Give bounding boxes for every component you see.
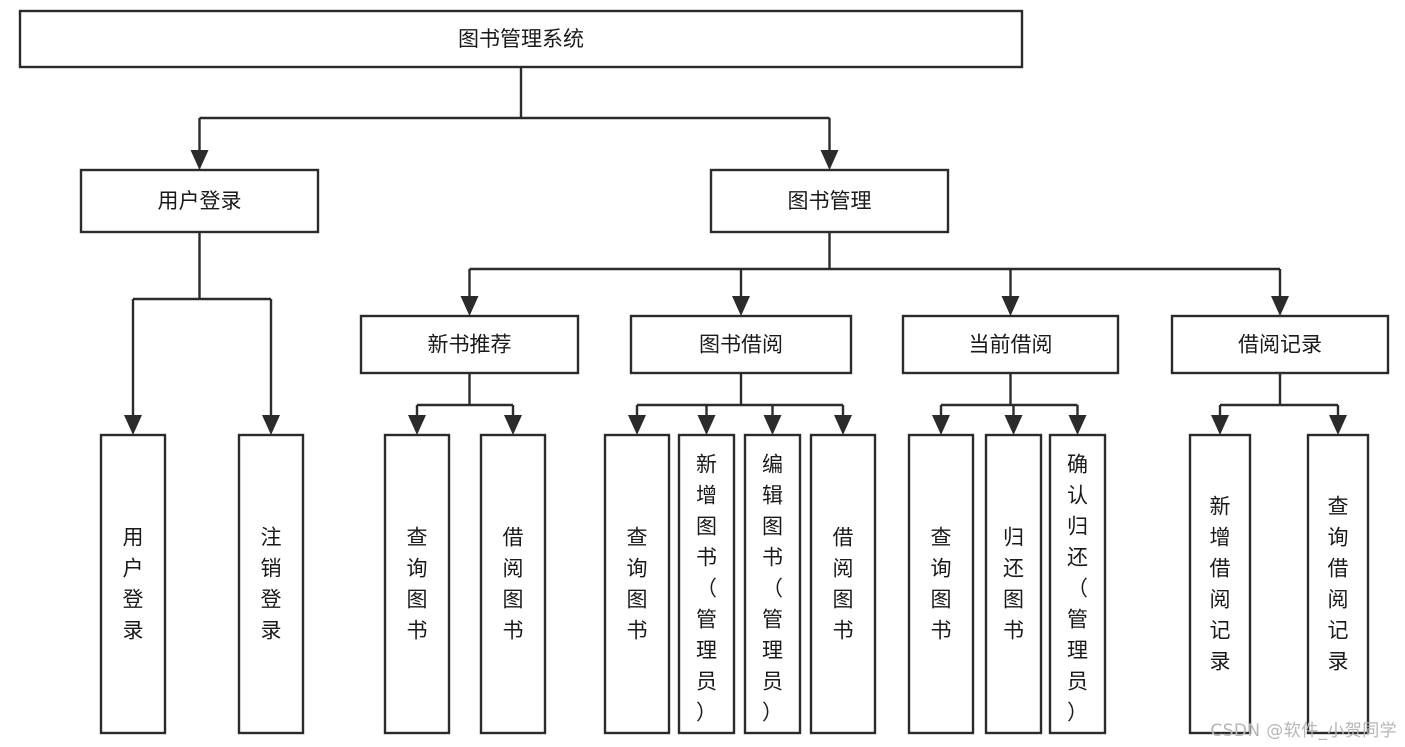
node-level4-7[interactable]: 借阅图书 [809, 433, 877, 735]
node-level4-6[interactable]: 编辑图书（管理员） [743, 433, 802, 735]
node-label: 查询借阅记录 [1328, 494, 1349, 673]
node-label: 编辑图书（管理员） [762, 452, 783, 724]
arrow-head-icon [834, 415, 852, 435]
node-label: 借阅图书 [833, 525, 854, 642]
node-label: 用户登录 [123, 525, 144, 642]
node-label: 新增图书（管理员） [696, 452, 717, 724]
arrow-head-icon [732, 296, 750, 316]
node-level3-2[interactable]: 当前借阅 [901, 314, 1120, 375]
node-level4-3[interactable]: 借阅图书 [479, 433, 547, 735]
node-label: 新增借阅记录 [1210, 494, 1231, 673]
node-label: 图书管理 [788, 189, 872, 213]
node-level4-11[interactable]: 新增借阅记录 [1188, 433, 1252, 735]
node-label: 新书推荐 [428, 333, 512, 357]
node-level4-5[interactable]: 新增图书（管理员） [677, 433, 736, 735]
arrow-head-icon [504, 415, 522, 435]
arrow-head-icon [932, 415, 950, 435]
node-root-system[interactable]: 图书管理系统 [18, 9, 1024, 69]
node-level3-1[interactable]: 图书借阅 [629, 314, 853, 375]
node-level2-1[interactable]: 图书管理 [709, 168, 950, 234]
connector-lines-layer [124, 67, 1347, 435]
node-level4-0[interactable]: 用户登录 [99, 433, 167, 735]
arrow-head-icon [1329, 415, 1347, 435]
node-label: 借阅图书 [503, 525, 524, 642]
arrow-head-icon [124, 415, 142, 435]
node-label: 查询图书 [627, 525, 648, 642]
arrow-head-icon [190, 150, 209, 170]
node-label: 当前借阅 [969, 333, 1053, 357]
node-level4-10[interactable]: 确认归还（管理员） [1048, 433, 1107, 735]
arrow-head-icon [1004, 415, 1023, 435]
arrow-head-icon [628, 415, 646, 435]
node-label: 注销登录 [261, 525, 282, 642]
node-level4-1[interactable]: 注销登录 [237, 433, 305, 735]
node-label: 借阅记录 [1238, 333, 1322, 357]
arrow-head-icon [820, 150, 839, 170]
arrow-head-icon [1271, 296, 1289, 316]
arrow-head-icon [460, 296, 479, 316]
node-level4-9[interactable]: 归还图书 [984, 433, 1043, 735]
node-level4-8[interactable]: 查询图书 [907, 433, 975, 735]
arrow-head-icon [697, 415, 716, 435]
node-level4-12[interactable]: 查询借阅记录 [1306, 433, 1370, 735]
arrow-head-icon [1001, 296, 1020, 316]
node-level2-0[interactable]: 用户登录 [79, 168, 320, 234]
arrow-head-icon [1068, 415, 1087, 435]
node-label: 用户登录 [158, 189, 242, 213]
arrow-head-icon [262, 415, 280, 435]
node-label: 确认归还（管理员） [1067, 452, 1088, 724]
node-label: 图书管理系统 [458, 27, 584, 51]
node-label: 查询图书 [931, 525, 952, 642]
node-level3-3[interactable]: 借阅记录 [1170, 314, 1390, 375]
node-label: 归还图书 [1003, 525, 1024, 642]
arrow-head-icon [763, 415, 782, 435]
node-level4-4[interactable]: 查询图书 [603, 433, 671, 735]
node-boxes-layer: 图书管理系统用户登录图书管理新书推荐图书借阅当前借阅借阅记录用户登录注销登录查询… [18, 9, 1390, 735]
arrow-head-icon [408, 415, 426, 435]
arrow-head-icon [1211, 415, 1229, 435]
node-level4-2[interactable]: 查询图书 [383, 433, 451, 735]
node-label: 图书借阅 [699, 333, 783, 357]
node-level3-0[interactable]: 新书推荐 [359, 314, 580, 375]
node-label: 查询图书 [407, 525, 428, 642]
